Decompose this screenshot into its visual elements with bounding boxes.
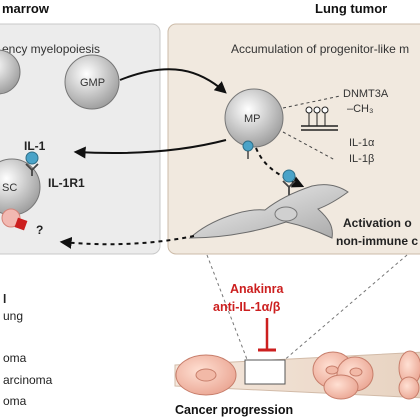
gmp-cell bbox=[64, 54, 120, 110]
gmp-label: GMP bbox=[80, 77, 105, 89]
bone-marrow-header: marrow bbox=[2, 1, 50, 16]
tumor-cell-single bbox=[175, 354, 237, 396]
leader-dnmt bbox=[282, 95, 341, 109]
lung-tumor-panel bbox=[167, 23, 420, 255]
cancer-progression-label: Cancer progression bbox=[175, 403, 293, 417]
zoom-line-left bbox=[206, 254, 249, 363]
left-list-item-1: l bbox=[3, 292, 6, 306]
arrow-gmp-to-mp bbox=[119, 68, 227, 94]
il1-receptor-on-sc-icon bbox=[25, 151, 39, 176]
partial-cell-top-left bbox=[0, 49, 21, 95]
progeny-cells-icon bbox=[1, 208, 28, 231]
leader-il1 bbox=[282, 131, 336, 161]
treatment-line-2: anti-IL-1α/β bbox=[213, 300, 281, 314]
mp-cell bbox=[224, 88, 284, 148]
ch3-label: –CH₃ bbox=[347, 103, 374, 115]
fibroblast-nucleus bbox=[274, 206, 298, 222]
zoom-window bbox=[244, 359, 286, 385]
tumor-cell-cluster bbox=[312, 351, 374, 400]
left-list-item-4: oma bbox=[3, 351, 27, 365]
left-list-item-2: ung bbox=[3, 309, 23, 323]
arrow-fibroblast-to-sc bbox=[59, 235, 195, 249]
activation-line-1: Activation o bbox=[343, 216, 412, 230]
fibroblast-cell bbox=[188, 184, 349, 239]
dnmt3a-label: DNMT3A bbox=[343, 88, 389, 100]
treatment-line-1: Anakinra bbox=[230, 282, 285, 296]
receptor-on-fibroblast-icon bbox=[282, 169, 296, 195]
il1r1-label: IL-1R1 bbox=[48, 176, 85, 190]
left-list-item-5: arcinoma bbox=[3, 373, 53, 387]
tumor-cell-edge bbox=[398, 350, 420, 400]
question-mark: ? bbox=[36, 223, 43, 237]
arrow-mp-to-sc bbox=[73, 139, 227, 159]
zoom-line-right bbox=[281, 254, 408, 363]
right-panel-subtitle: Accumulation of progenitor-like m bbox=[231, 42, 409, 56]
inhibition-icon bbox=[258, 318, 276, 352]
il1a-label: IL-1α bbox=[349, 137, 375, 149]
mp-label: MP bbox=[244, 113, 261, 125]
sc-label: SC bbox=[2, 182, 17, 194]
receptor-on-mp-icon bbox=[242, 140, 254, 159]
left-panel-subtitle: ency myelopoiesis bbox=[2, 42, 100, 56]
lung-tumor-header: Lung tumor bbox=[315, 1, 387, 16]
bone-marrow-panel bbox=[0, 23, 161, 255]
il1-label: IL-1 bbox=[24, 139, 46, 153]
dna-methylation-icon bbox=[301, 106, 338, 131]
activation-line-2: non-immune c bbox=[336, 234, 418, 248]
il1b-label: IL-1β bbox=[349, 153, 374, 165]
left-list-item-6: oma bbox=[3, 394, 27, 408]
